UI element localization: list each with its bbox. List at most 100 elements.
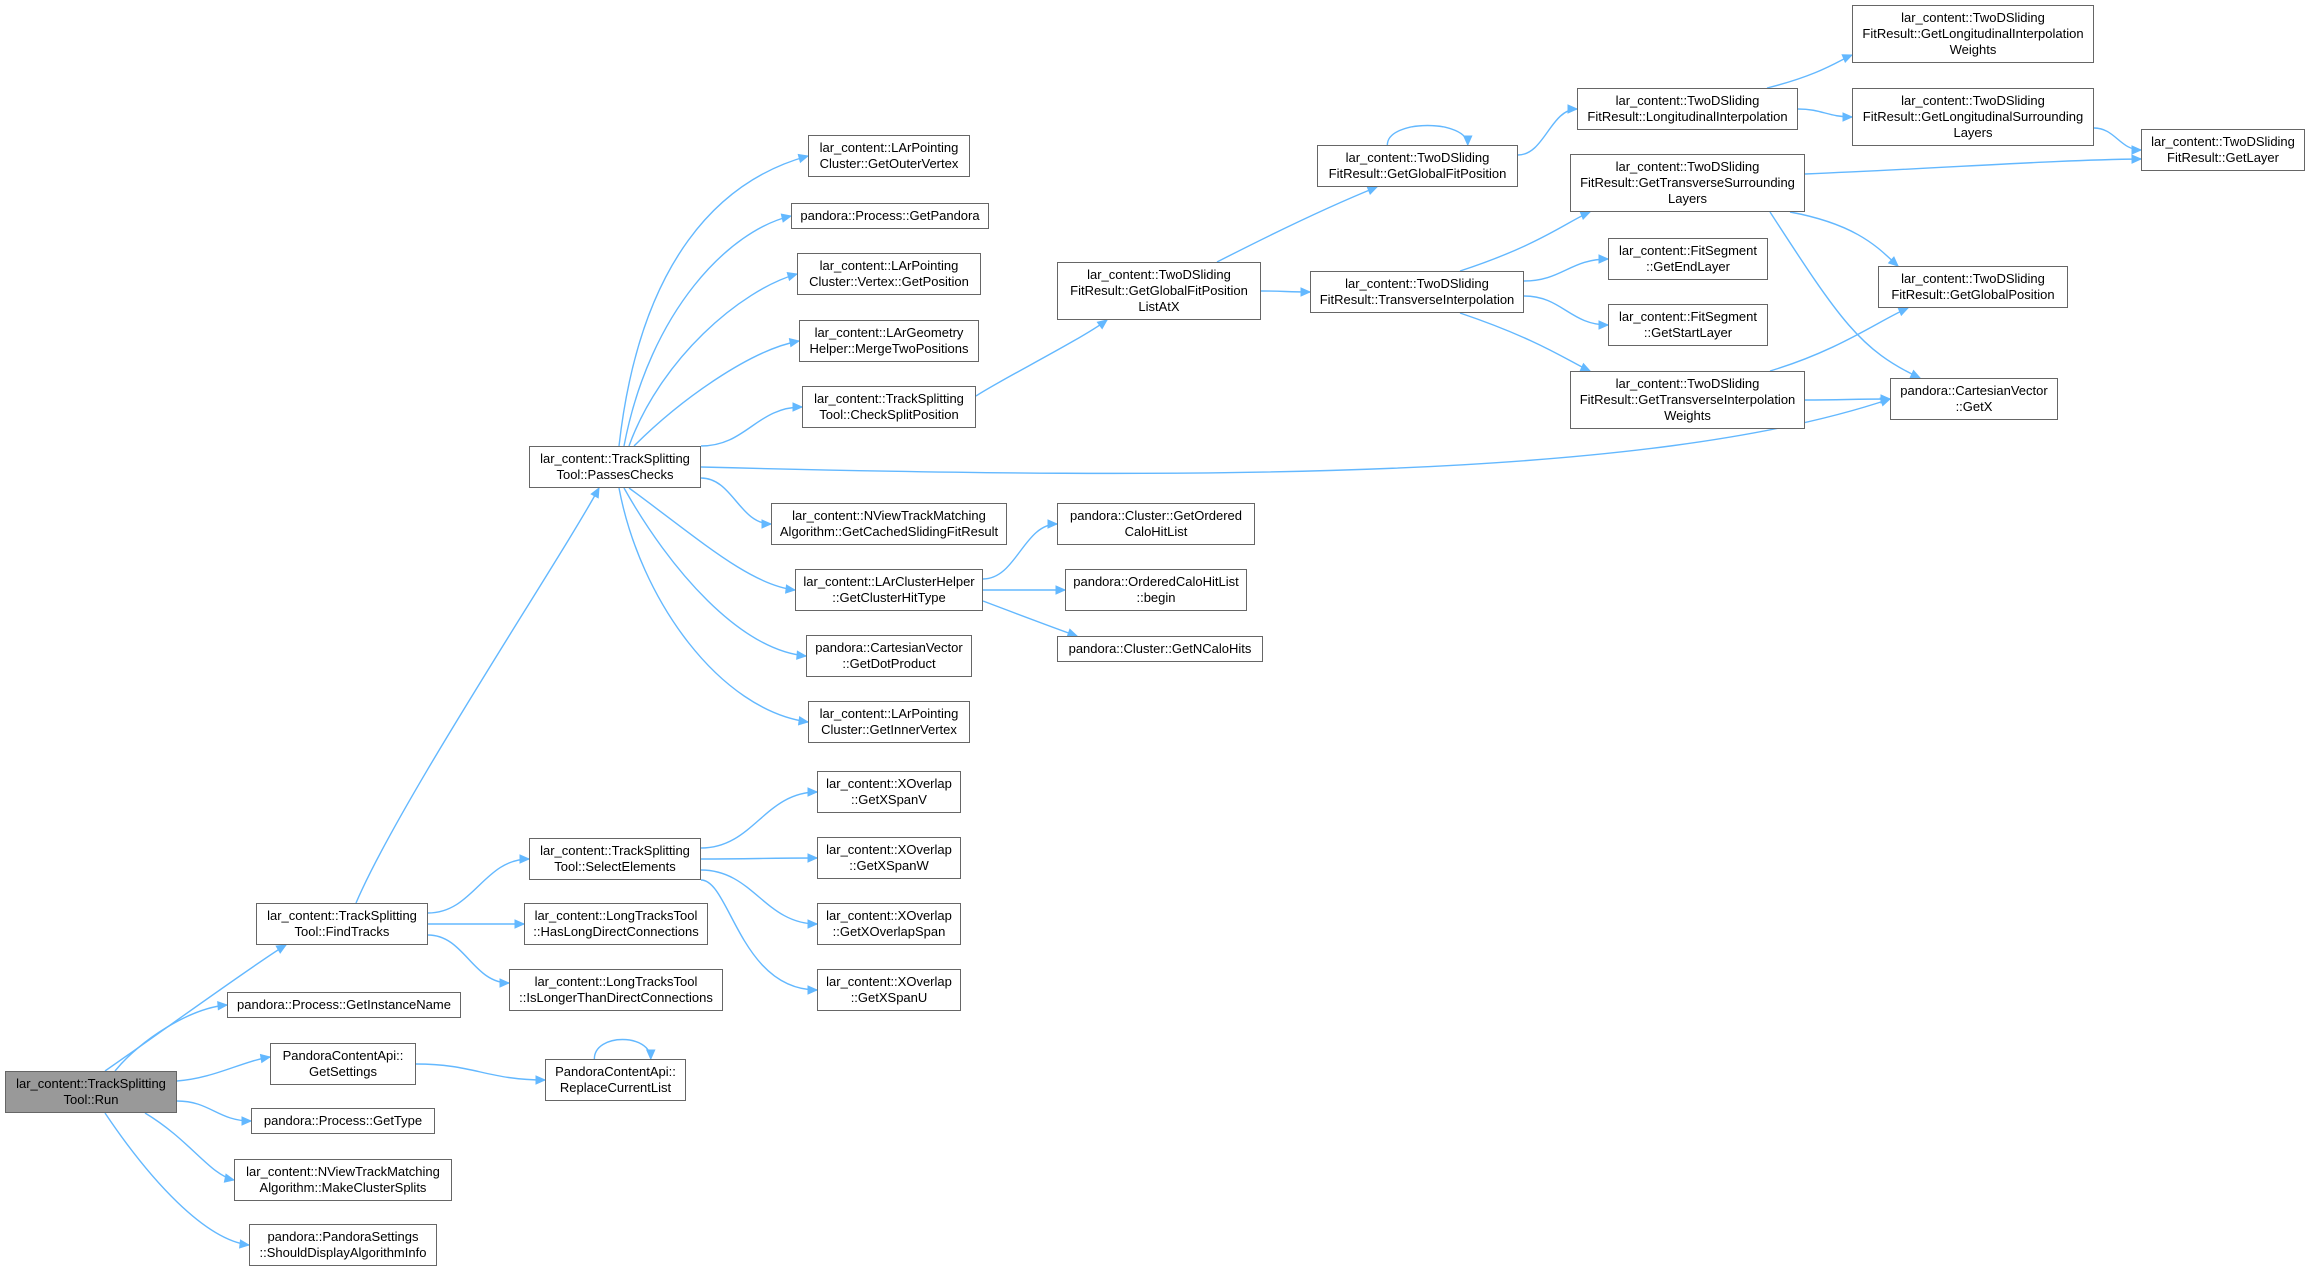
edge-passeschecks-to-getclusterhittype-arrowhead	[785, 584, 797, 594]
node-transverseinterpolation[interactable]: lar_content::TwoDSliding FitResult::Tran…	[1310, 271, 1524, 313]
edge-replacecurrentlist-self	[593, 1038, 652, 1060]
node-label: lar_content::FitSegment ::GetEndLayer	[1618, 243, 1758, 274]
edge-gettransversesurroundinglayers-to-getglobalposition	[1789, 211, 1899, 267]
node-mergetwopositions[interactable]: lar_content::LArGeometry Helper::MergeTw…	[799, 320, 979, 362]
edge-run-to-shoulddisplay-arrowhead	[239, 1239, 251, 1249]
node-label: lar_content::TrackSplitting Tool::FindTr…	[267, 908, 417, 939]
edge-passeschecks-to-getoutervertex	[618, 155, 809, 447]
edge-passeschecks-to-checksplitposition-arrowhead	[792, 402, 804, 412]
edge-passeschecks-to-getdotproduct-arrowhead	[796, 650, 808, 660]
edge-passeschecks-to-getoutervertex-arrowhead	[797, 153, 810, 164]
node-vertex-getposition[interactable]: lar_content::LArPointing Cluster::Vertex…	[797, 253, 981, 295]
node-getxspanw[interactable]: lar_content::XOverlap ::GetXSpanW	[817, 837, 961, 879]
edge-findtracks-to-islonger-arrowhead	[499, 978, 511, 988]
edge-getclusterhittype-to-getorderedcalohitlist-arrowhead	[1047, 519, 1059, 529]
node-getinstancename[interactable]: pandora::Process::GetInstanceName	[227, 992, 461, 1018]
node-gettransverseinterpolationweights[interactable]: lar_content::TwoDSliding FitResult::GetT…	[1570, 371, 1805, 429]
node-getglobalfitposition[interactable]: lar_content::TwoDSliding FitResult::GetG…	[1317, 145, 1518, 187]
edge-passeschecks-to-vertexgetposition-arrowhead	[786, 271, 799, 282]
node-getcachedslidingfitresult[interactable]: lar_content::NViewTrackMatching Algorith…	[771, 503, 1007, 545]
edge-passeschecks-to-getcachedsliding-arrowhead	[761, 519, 773, 529]
edge-selectelements-to-getxspanv	[700, 791, 818, 849]
edge-passeschecks-to-mergetwopositions	[633, 340, 800, 447]
edge-transverseinterpolation-to-gettransversesurroundinglayers-arrowhead	[1579, 211, 1592, 220]
node-label: pandora::CartesianVector ::GetDotProduct	[815, 640, 963, 671]
node-label: pandora::Process::GetPandora	[800, 208, 980, 223]
node-findtracks[interactable]: lar_content::TrackSplitting Tool::FindTr…	[256, 903, 428, 945]
edge-longitudinalinterpolation-to-getlongitudinalsurroundinglayers-arrowhead	[1842, 112, 1854, 122]
node-getglobalposition[interactable]: lar_content::TwoDSliding FitResult::GetG…	[1878, 266, 2068, 308]
node-label: lar_content::TrackSplitting Tool::Run	[16, 1076, 166, 1107]
edge-findtracks-to-islonger	[427, 934, 510, 984]
node-getncalohits[interactable]: pandora::Cluster::GetNCaloHits	[1057, 636, 1263, 662]
node-label: lar_content::LArPointing Cluster::GetOut…	[819, 140, 959, 171]
node-getxspanu[interactable]: lar_content::XOverlap ::GetXSpanU	[817, 969, 961, 1011]
node-label: pandora::PandoraSettings ::ShouldDisplay…	[259, 1229, 427, 1260]
node-label: lar_content::TwoDSliding FitResult::GetT…	[1579, 376, 1796, 423]
node-getinnervertex[interactable]: lar_content::LArPointing Cluster::GetInn…	[808, 701, 970, 743]
node-label: lar_content::LArGeometry Helper::MergeTw…	[809, 325, 969, 356]
node-getxoverlapspan[interactable]: lar_content::XOverlap ::GetXOverlapSpan	[817, 903, 961, 945]
node-getglobalfitpositionlistatx[interactable]: lar_content::TwoDSliding FitResult::GetG…	[1057, 262, 1261, 320]
node-getxspanv[interactable]: lar_content::XOverlap ::GetXSpanV	[817, 771, 961, 813]
edge-checksplitposition-to-getglobalfitpositionlistatx	[975, 319, 1108, 397]
node-checksplitposition[interactable]: lar_content::TrackSplitting Tool::CheckS…	[802, 386, 976, 428]
edge-selectelements-to-getxspanv-arrowhead	[807, 787, 819, 797]
node-getsettings[interactable]: PandoraContentApi:: GetSettings	[270, 1043, 416, 1085]
node-label: lar_content::LongTracksTool ::IsLongerTh…	[519, 974, 713, 1005]
node-getstartlayer[interactable]: lar_content::FitSegment ::GetStartLayer	[1608, 304, 1768, 346]
node-cartesianvector-getx[interactable]: pandora::CartesianVector ::GetX	[1890, 378, 2058, 420]
edge-transverseinterpolation-to-gettransversesurroundinglayers	[1459, 211, 1591, 272]
edge-gettransversesurroundinglayers-to-getlayer-arrowhead	[2131, 154, 2143, 164]
node-label: lar_content::LArPointing Cluster::GetInn…	[819, 706, 959, 737]
edge-getsettings-to-replacecurrentlist-arrowhead	[535, 1075, 547, 1085]
node-label: pandora::Process::GetInstanceName	[237, 997, 451, 1012]
node-getoutervertex[interactable]: lar_content::LArPointing Cluster::GetOut…	[808, 135, 970, 177]
node-getclusterhittype[interactable]: lar_content::LArClusterHelper ::GetClust…	[795, 569, 983, 611]
edge-findtracks-to-selectelements	[427, 858, 530, 914]
node-replacecurrentlist[interactable]: PandoraContentApi:: ReplaceCurrentList	[545, 1059, 686, 1101]
node-orderedcalohitlist-begin[interactable]: pandora::OrderedCaloHitList ::begin	[1065, 569, 1247, 611]
edge-getglobalfitpositionlistatx-to-getglobalfitposition	[1216, 186, 1378, 263]
node-gettype[interactable]: pandora::Process::GetType	[251, 1108, 435, 1134]
node-haslongdirectconnections[interactable]: lar_content::LongTracksTool ::HasLongDir…	[524, 903, 708, 945]
edge-getglobalfitpositionlistatx-to-getglobalfitposition-arrowhead	[1366, 186, 1379, 195]
node-getdotproduct[interactable]: pandora::CartesianVector ::GetDotProduct	[806, 635, 972, 677]
node-selectelements[interactable]: lar_content::TrackSplitting Tool::Select…	[529, 838, 701, 880]
node-makeclustersplits[interactable]: lar_content::NViewTrackMatching Algorith…	[234, 1159, 452, 1201]
edge-getglobalfitposition-self	[1386, 124, 1469, 146]
node-shoulddisplayalgorithminfo[interactable]: pandora::PandoraSettings ::ShouldDisplay…	[249, 1224, 437, 1266]
node-passeschecks[interactable]: lar_content::TrackSplitting Tool::Passes…	[529, 446, 701, 488]
node-trackspliting-run: lar_content::TrackSplitting Tool::Run	[5, 1071, 177, 1113]
edge-run-to-shoulddisplay	[104, 1112, 250, 1246]
edge-getlongitudinalsurroundinglayers-to-getlayer-arrowhead	[2131, 145, 2143, 155]
edge-run-to-getsettings-arrowhead	[259, 1053, 272, 1064]
edge-getglobalfitposition-to-longitudinalinterpolation-arrowhead	[1567, 104, 1579, 114]
node-getendlayer[interactable]: lar_content::FitSegment ::GetEndLayer	[1608, 238, 1768, 280]
node-gettransversesurroundinglayers[interactable]: lar_content::TwoDSliding FitResult::GetT…	[1570, 154, 1805, 212]
edge-transverseinterpolation-to-getstartlayer-arrowhead	[1598, 320, 1610, 330]
edge-passeschecks-to-getinnervertex	[618, 487, 809, 723]
node-getlayer[interactable]: lar_content::TwoDSliding FitResult::GetL…	[2141, 129, 2305, 171]
edge-getsettings-to-replacecurrentlist	[415, 1063, 546, 1081]
node-getlongitudinalinterpolationweights[interactable]: lar_content::TwoDSliding FitResult::GetL…	[1852, 5, 2094, 63]
edge-gettransverseinterpolationweights-to-getx	[1804, 398, 1891, 401]
edge-longitudinalinterpolation-to-getlongitudinalinterpolationweights-arrowhead	[1841, 54, 1854, 64]
edge-selectelements-to-getxoverlapspan	[700, 869, 818, 925]
edge-getglobalfitposition-self-arrowhead	[1462, 135, 1473, 147]
edge-gettransversesurroundinglayers-to-getlayer	[1804, 158, 2142, 175]
edge-run-to-gettype-arrowhead	[241, 1116, 253, 1126]
edge-transverseinterpolation-to-getstartlayer	[1523, 295, 1609, 326]
node-longitudinalinterpolation[interactable]: lar_content::TwoDSliding FitResult::Long…	[1577, 88, 1798, 130]
node-islongerthandirectconnections[interactable]: lar_content::LongTracksTool ::IsLongerTh…	[509, 969, 723, 1011]
node-getlongitudinalsurroundinglayers[interactable]: lar_content::TwoDSliding FitResult::GetL…	[1852, 88, 2094, 146]
node-label: lar_content::TwoDSliding FitResult::Tran…	[1319, 276, 1515, 307]
edge-gettransverseinterpolationweights-to-getglobalposition	[1769, 307, 1909, 372]
node-getorderedcalohitlist[interactable]: pandora::Cluster::GetOrdered CaloHitList	[1057, 503, 1255, 545]
edge-findtracks-to-haslongdirect-arrowhead	[514, 919, 526, 929]
node-label: PandoraContentApi:: GetSettings	[282, 1048, 404, 1079]
node-getpandora[interactable]: pandora::Process::GetPandora	[791, 203, 989, 229]
edge-getglobalfitposition-to-longitudinalinterpolation	[1517, 108, 1578, 156]
